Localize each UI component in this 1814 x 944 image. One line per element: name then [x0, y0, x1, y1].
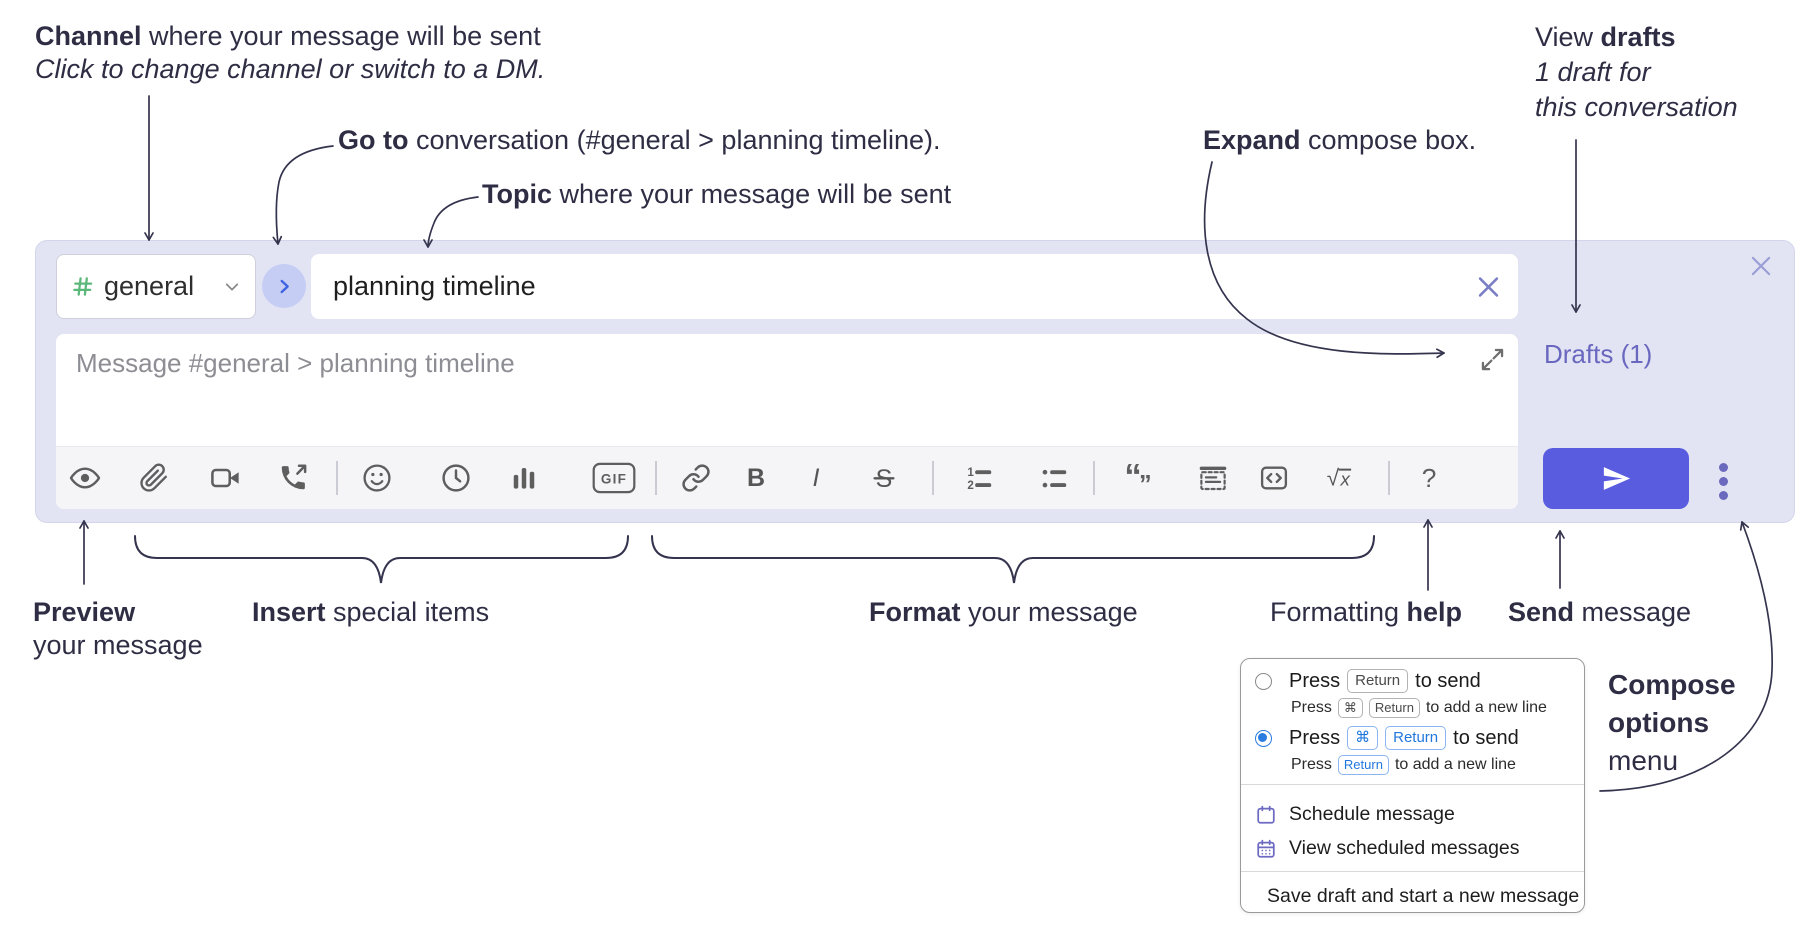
expand-compose-button[interactable] — [1479, 346, 1506, 373]
save-draft-item[interactable]: Save draft and start a new message — [1255, 885, 1579, 908]
link-icon[interactable] — [681, 463, 711, 493]
attach-file-icon[interactable] — [139, 463, 169, 493]
bulleted-list-icon[interactable] — [1039, 463, 1070, 494]
start-voice-call-icon[interactable] — [278, 463, 308, 493]
channel-name: general — [104, 271, 195, 301]
popup-divider — [1241, 871, 1584, 872]
formatting-help-annotation: Formatting help — [1270, 597, 1463, 627]
popup-divider — [1241, 784, 1584, 785]
message-textarea[interactable] — [56, 334, 1518, 444]
add-emoji-icon[interactable] — [362, 463, 393, 494]
svg-text:1: 1 — [967, 466, 974, 479]
radio-unselected[interactable] — [1255, 672, 1272, 690]
code-icon[interactable] — [1259, 463, 1290, 494]
svg-text:2: 2 — [967, 479, 973, 492]
add-global-time-icon[interactable] — [441, 463, 472, 494]
topic-annotation: Topic where your message will be sent — [482, 179, 952, 209]
italic-icon[interactable]: I — [801, 463, 831, 493]
insert-annotation: Insert special items — [252, 597, 490, 627]
cmd-key: ⌘ — [1337, 698, 1363, 718]
kebab-dot — [1719, 491, 1728, 500]
calendar-icon — [1257, 805, 1275, 824]
svg-text:I: I — [813, 464, 820, 492]
chevron-down-icon — [225, 282, 239, 291]
topic-input[interactable] — [311, 254, 1518, 319]
cmd-enter-sends-subtext: Press Return to add a new line — [1291, 755, 1516, 775]
math-icon[interactable]: √x — [1325, 463, 1361, 493]
svg-text:B: B — [747, 464, 765, 492]
spoiler-icon[interactable] — [1198, 463, 1229, 494]
svg-text:?: ? — [1422, 463, 1437, 493]
topic-input-box — [311, 254, 1518, 319]
add-poll-icon[interactable] — [509, 463, 539, 493]
return-key: Return — [1385, 726, 1447, 750]
preview-annotation: Preview your message — [33, 597, 203, 660]
toolbar-divider — [932, 461, 934, 495]
close-icon — [1751, 256, 1771, 276]
compose-options-annotation: Compose options menu — [1608, 669, 1736, 776]
enter-sends-subtext: Press ⌘ Return to add a new line — [1291, 698, 1547, 718]
quote-icon[interactable]: “” — [1123, 462, 1155, 494]
goto-arrow — [272, 145, 334, 245]
send-plane-icon — [1603, 467, 1630, 490]
goto-annotation: Go to conversation (#general > planning … — [338, 125, 941, 155]
toolbar-divider — [1388, 461, 1390, 495]
start-video-call-icon[interactable] — [210, 462, 242, 494]
enter-sends-option[interactable]: Press Return to send — [1255, 669, 1574, 693]
add-gif-icon[interactable]: GIF — [591, 462, 637, 494]
drafts-annotation: View drafts 1 draft for this conversatio… — [1535, 22, 1738, 122]
cmd-enter-sends-option[interactable]: Press ⌘ Return to send — [1255, 726, 1574, 750]
preview-eye-icon[interactable] — [69, 462, 101, 494]
bold-icon[interactable]: B — [741, 463, 771, 493]
format-brace — [651, 535, 1375, 584]
goto-conversation-button[interactable] — [262, 264, 306, 308]
chevron-right-icon — [280, 279, 289, 293]
insert-brace — [134, 535, 629, 584]
drafts-link[interactable]: Drafts (1) — [1544, 339, 1653, 369]
svg-text:“: “ — [1124, 462, 1141, 494]
close-compose-button[interactable] — [1748, 253, 1774, 279]
channel-annotation-italic: Click to change channel or switch to a D… — [35, 54, 546, 84]
cmd-key: ⌘ — [1347, 726, 1379, 750]
send-annotation: Send message — [1508, 597, 1692, 627]
kebab-dot — [1719, 463, 1728, 472]
channel-selector[interactable]: general — [56, 254, 256, 319]
calendar-days-icon — [1257, 839, 1275, 858]
channel-hash-icon — [73, 277, 93, 296]
svg-text:”: ” — [1139, 471, 1152, 494]
return-key: Return — [1337, 755, 1389, 775]
strikethrough-icon[interactable]: S — [869, 463, 899, 493]
gif-label: GIF — [601, 472, 627, 487]
compose-box: general — [35, 240, 1795, 523]
kebab-dot — [1719, 477, 1728, 486]
close-icon — [1478, 276, 1499, 297]
send-button[interactable] — [1543, 448, 1689, 509]
channel-annotation: Channel where your message will be sent … — [35, 21, 546, 84]
format-annotation: Format your message — [869, 597, 1138, 627]
toolbar-divider — [1093, 461, 1095, 495]
radio-selected[interactable] — [1255, 729, 1272, 747]
expand-annotation: Expand compose box. — [1203, 125, 1477, 155]
message-compose-area: GIF B I S 12 — [56, 334, 1518, 509]
toolbar-divider — [336, 461, 338, 495]
svg-text:√: √ — [1327, 466, 1340, 491]
svg-text:x: x — [1340, 469, 1351, 490]
toolbar-divider — [655, 461, 657, 495]
view-scheduled-messages-item[interactable]: View scheduled messages — [1255, 837, 1574, 860]
channel-annotation-bold: Channel — [35, 21, 142, 51]
schedule-message-item[interactable]: Schedule message — [1255, 803, 1574, 826]
return-key: Return — [1368, 698, 1420, 718]
compose-options-popup: Press Return to send Press ⌘ Return to a… — [1240, 658, 1585, 913]
return-key: Return — [1347, 669, 1409, 693]
topic-clear-button[interactable] — [1475, 273, 1502, 300]
message-formatting-help-icon[interactable]: ? — [1414, 463, 1444, 493]
compose-options-menu-button[interactable] — [1715, 459, 1732, 504]
expand-diagonal-icon — [1481, 348, 1504, 371]
